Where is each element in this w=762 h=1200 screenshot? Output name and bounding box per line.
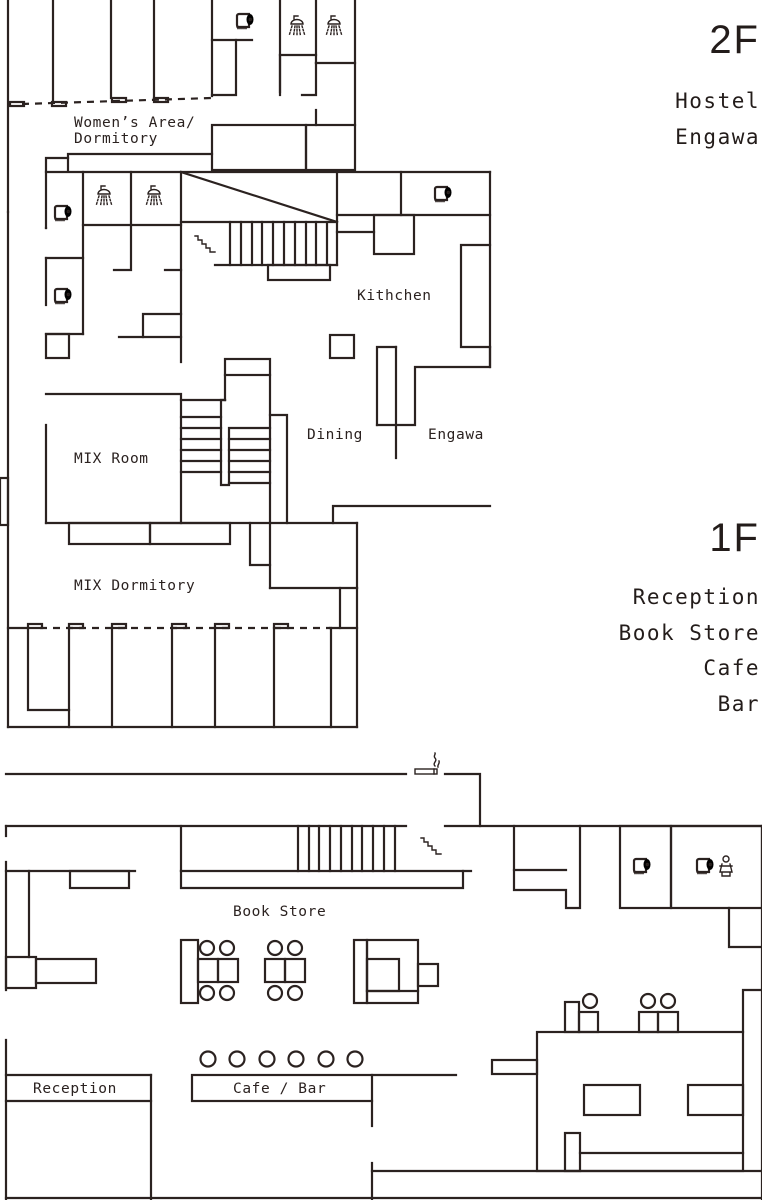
room-label-womens-dormitory: Dormitory [74,131,158,147]
room-label-book-store: Book Store [233,904,326,920]
smoking-icon [414,752,440,775]
toilet-icon [53,287,73,305]
toilet-icon [695,857,715,875]
floor-2f-line-1: Hostel [675,89,760,113]
room-label-reception: Reception [33,1081,117,1097]
room-label-womens-area: Women’s Area/ [74,115,195,131]
baby-changing-icon [719,855,733,877]
floor-1f-line-3: Cafe [703,656,760,680]
second-floor-plan [0,0,492,729]
toilet-icon [53,204,73,222]
room-label-mix-dormitory: MIX Dormitory [74,578,195,594]
floor-1f-line-2: Book Store [618,620,760,645]
toilet-icon [235,12,255,30]
room-label-cafe-bar: Cafe / Bar [233,1081,326,1097]
toilet-icon [632,857,652,875]
floor-number-1f: 1F [709,516,760,560]
room-label-kitchen: Kithchen [357,288,432,304]
floor-1f-line-1: Reception [632,585,760,609]
floor-1f-line-4: Bar [717,691,760,716]
floor-number-2f: 2F [709,18,760,62]
floor-2f-line-2: Engawa [675,124,760,149]
room-label-engawa: Engawa [428,427,484,443]
stairs-icon [420,837,442,855]
shower-icon [95,185,113,207]
floor-legend-1f: 1F Reception Book Store Cafe Bar [619,518,760,722]
shower-icon [288,15,306,37]
floor-legend-2f: 2F Hostel Engawa [675,20,760,155]
toilet-icon [433,185,453,203]
stairs-icon [194,235,216,253]
first-floor-plan [4,772,762,1200]
shower-icon [325,15,343,37]
shower-icon [145,185,163,207]
room-label-dining: Dining [307,427,363,443]
room-label-mix-room: MIX Room [74,451,149,467]
